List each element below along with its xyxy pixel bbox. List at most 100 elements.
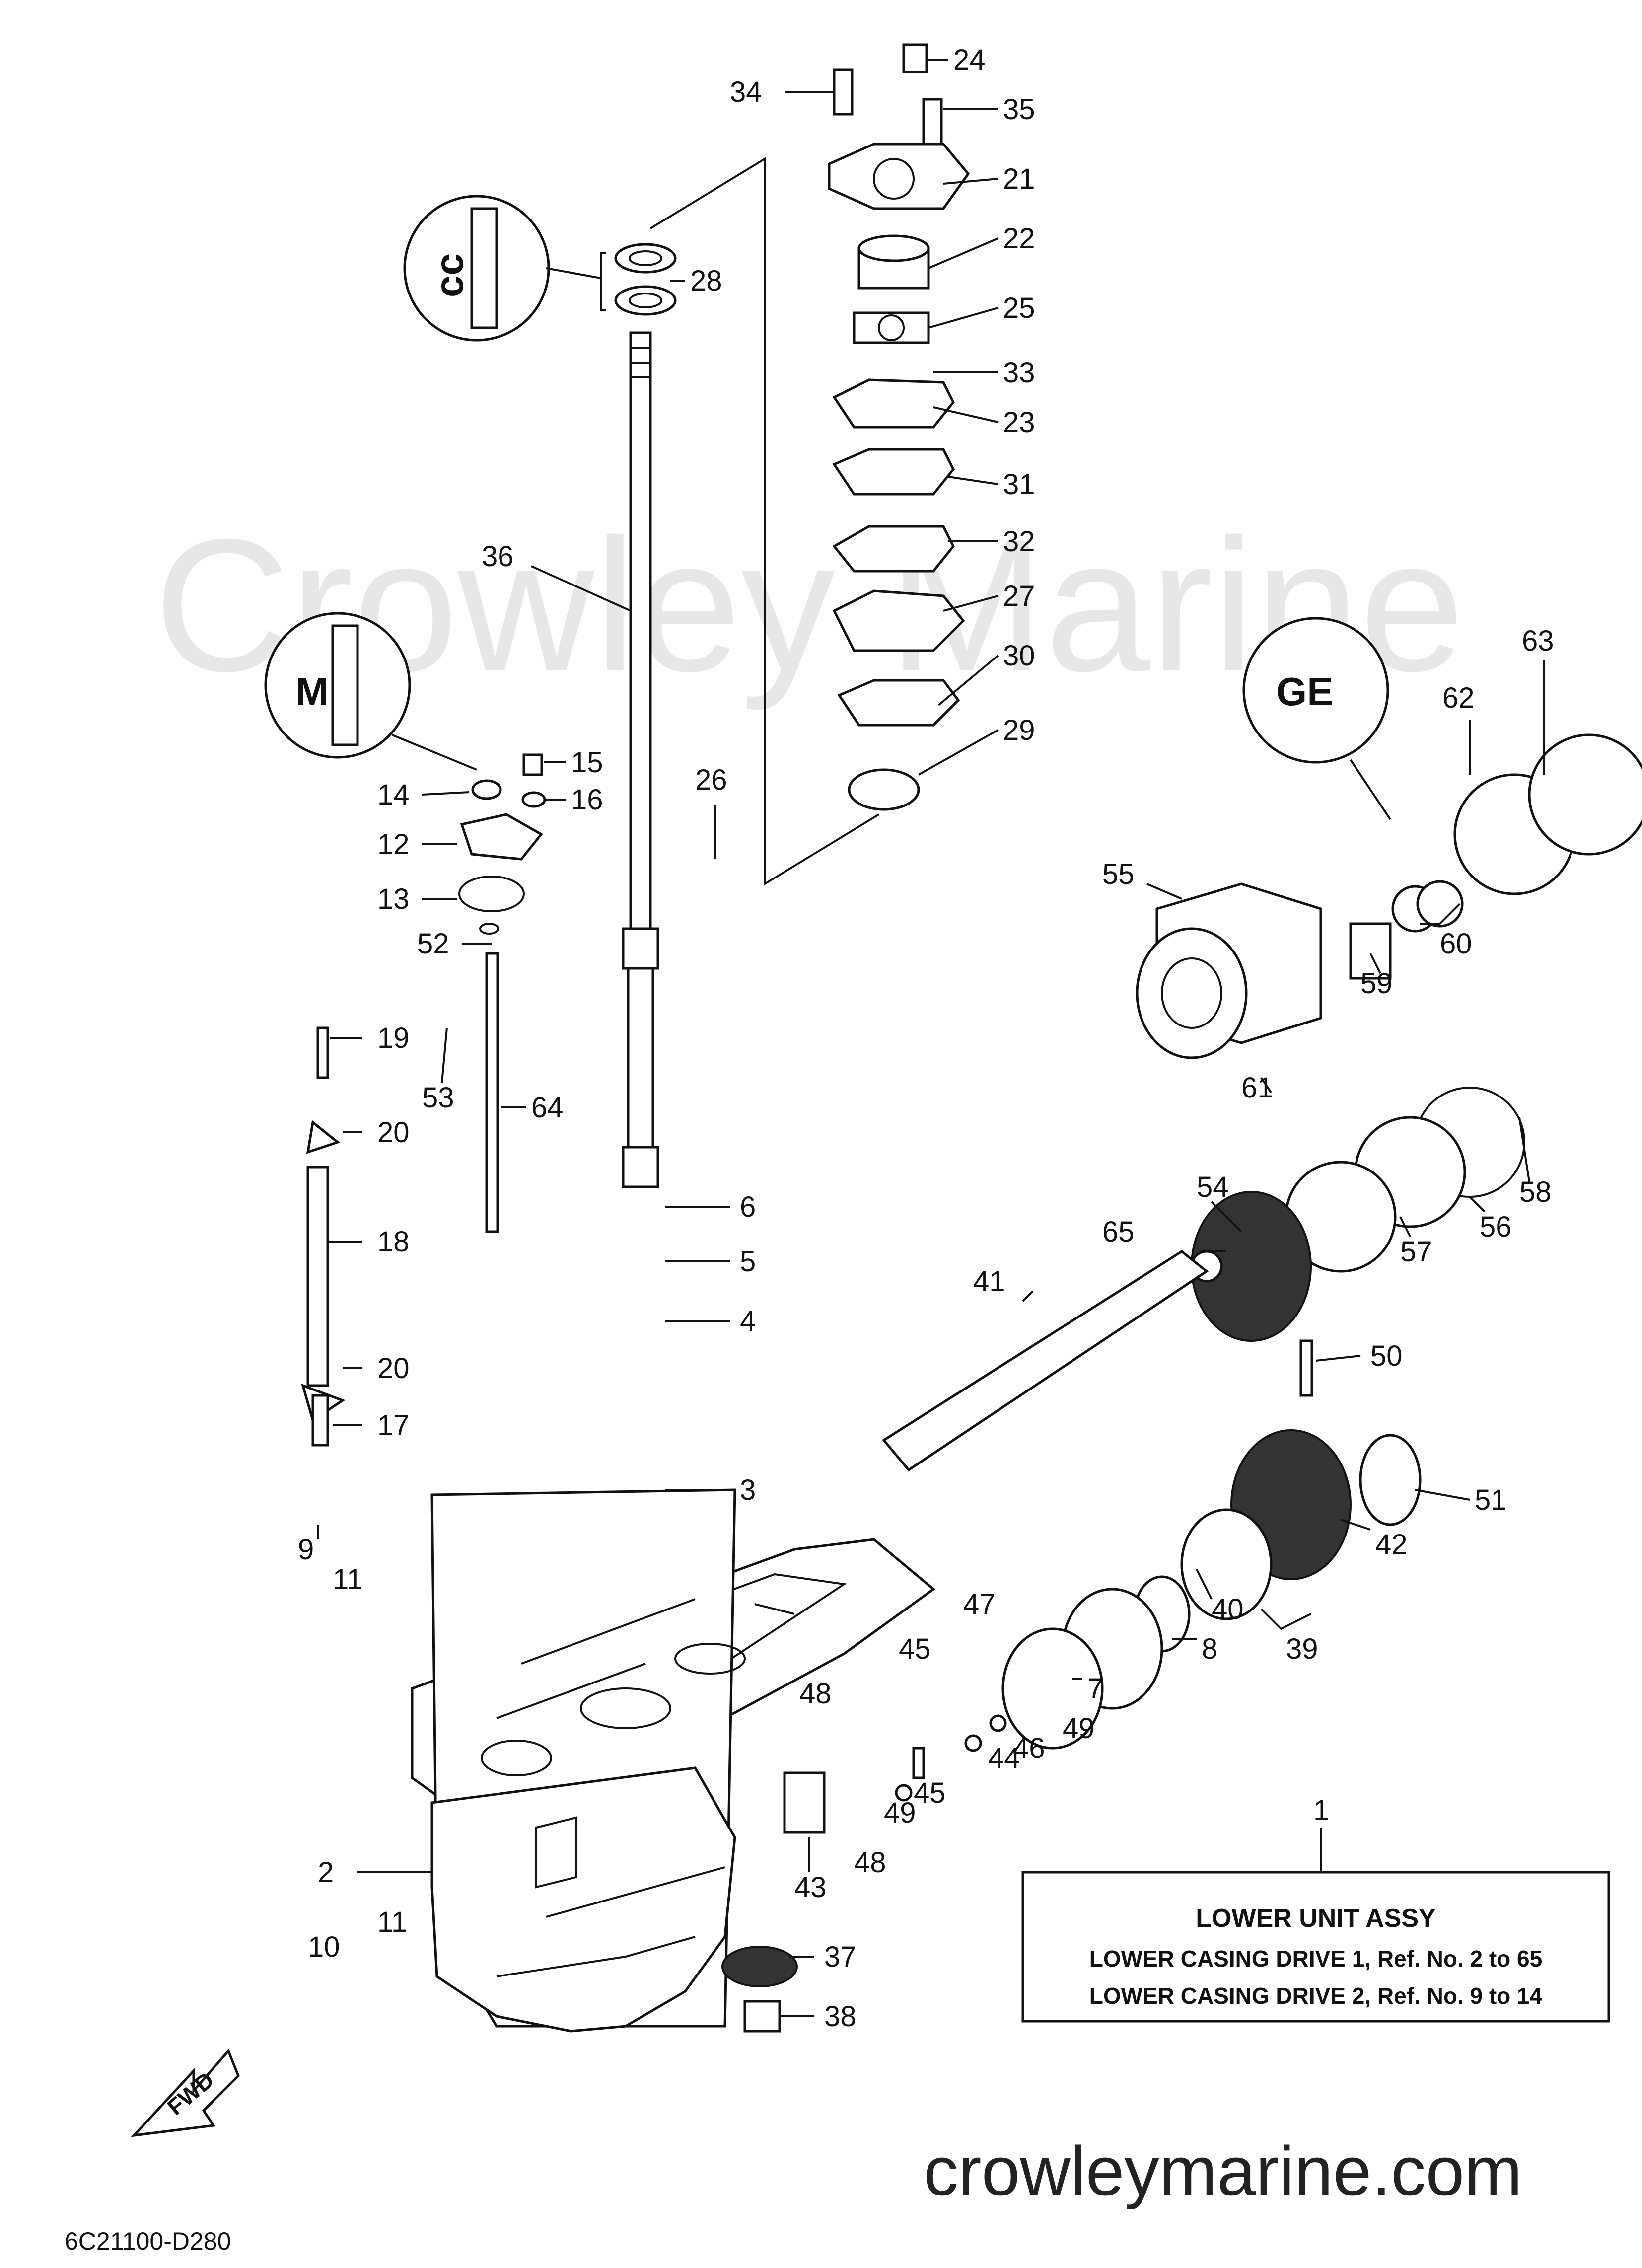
svg-text:48: 48 xyxy=(799,1678,832,1710)
callout: 27 xyxy=(943,580,1035,612)
svg-text:8: 8 xyxy=(1202,1633,1217,1665)
svg-text:40: 40 xyxy=(1212,1593,1244,1625)
water-pump xyxy=(828,43,970,811)
callout: 48 xyxy=(854,1846,886,1879)
callout: 47 xyxy=(963,1588,996,1620)
svg-text:47: 47 xyxy=(963,1588,996,1620)
svg-text:34: 34 xyxy=(730,76,762,108)
svg-text:24: 24 xyxy=(953,44,986,76)
callout: 24 xyxy=(928,44,986,76)
callout: 53 xyxy=(422,1027,454,1114)
callout: 1 xyxy=(1313,1794,1329,1872)
drive-shaft xyxy=(622,331,659,1188)
callout: 35 xyxy=(943,93,1035,126)
svg-text:45: 45 xyxy=(899,1633,931,1665)
svg-text:30: 30 xyxy=(1003,640,1035,672)
callout: 23 xyxy=(933,406,1035,439)
svg-text:ɔɔ: ɔɔ xyxy=(433,253,478,297)
svg-text:36: 36 xyxy=(482,540,514,573)
callout: 36 xyxy=(482,540,631,612)
callout: 21 xyxy=(943,163,1035,195)
svg-text:9: 9 xyxy=(298,1534,314,1566)
callout: 34 xyxy=(730,76,834,108)
callout: 50 xyxy=(1315,1340,1403,1372)
svg-text:M: M xyxy=(295,669,329,714)
callout: 56 xyxy=(1469,1196,1512,1243)
callout: 18 xyxy=(328,1226,410,1258)
svg-text:5: 5 xyxy=(740,1245,756,1278)
svg-text:46: 46 xyxy=(1013,1732,1045,1764)
callout: 49 xyxy=(884,1797,916,1829)
svg-text:19: 19 xyxy=(377,1022,410,1054)
svg-text:18: 18 xyxy=(377,1226,410,1258)
callout: 26 xyxy=(695,764,727,859)
callout: 14 xyxy=(377,779,470,811)
svg-text:56: 56 xyxy=(1480,1211,1512,1243)
svg-text:37: 37 xyxy=(824,1941,857,1973)
callout: 7 xyxy=(1072,1673,1103,1705)
callout: 33 xyxy=(933,357,1035,389)
callout: 58 xyxy=(1518,1117,1552,1208)
callout: 45 xyxy=(914,1777,946,1809)
svg-text:10: 10 xyxy=(308,1931,340,1963)
svg-text:60: 60 xyxy=(1440,928,1472,960)
svg-text:64: 64 xyxy=(531,1092,564,1124)
website: crowleymarine.com xyxy=(924,2132,1522,2210)
callout: 45 xyxy=(899,1633,931,1665)
svg-text:55: 55 xyxy=(1102,858,1135,890)
assy-box-title: LOWER UNIT ASSY xyxy=(1196,1904,1435,1933)
forward-arrow: FWD xyxy=(131,2049,240,2137)
svg-text:51: 51 xyxy=(1475,1484,1507,1516)
svg-text:65: 65 xyxy=(1102,1216,1135,1248)
svg-text:41: 41 xyxy=(973,1265,1005,1298)
callout: 59 xyxy=(1360,953,1393,1000)
callout: 41 xyxy=(973,1265,1034,1302)
svg-text:3: 3 xyxy=(740,1474,756,1506)
callout: 46 xyxy=(1013,1732,1045,1764)
callout: 64 xyxy=(501,1092,564,1124)
callout: 22 xyxy=(928,222,1035,269)
callout: 44 xyxy=(988,1742,1020,1774)
callout: 28 xyxy=(670,265,722,297)
svg-text:52: 52 xyxy=(417,928,449,960)
svg-text:33: 33 xyxy=(1003,357,1035,389)
callout: 48 xyxy=(799,1678,832,1710)
svg-text:6: 6 xyxy=(740,1191,756,1223)
callout: 51 xyxy=(1415,1484,1507,1516)
callout: 11 xyxy=(377,1906,407,1938)
svg-text:57: 57 xyxy=(1400,1236,1432,1268)
svg-text:50: 50 xyxy=(1370,1340,1403,1372)
callout: 52 xyxy=(417,928,492,960)
svg-text:53: 53 xyxy=(422,1082,454,1114)
callout: 17 xyxy=(333,1409,410,1442)
oil-seals xyxy=(600,243,677,316)
callout: 8 xyxy=(1172,1633,1217,1665)
svg-text:14: 14 xyxy=(377,779,410,811)
svg-text:12: 12 xyxy=(377,828,410,861)
svg-text:44: 44 xyxy=(988,1742,1020,1774)
callout: 12 xyxy=(377,828,457,861)
assy-box: LOWER UNIT ASSY LOWER CASING DRIVE 1, Re… xyxy=(1021,1871,1610,2023)
shift-parts: M xyxy=(264,612,546,1447)
propeller-shaft-assembly: GE xyxy=(721,617,1642,2033)
callout: 60 xyxy=(1420,903,1472,960)
callout: 15 xyxy=(544,746,603,779)
svg-text:48: 48 xyxy=(854,1846,886,1879)
grease-gun-icon: ɔɔ xyxy=(403,195,601,342)
callout: 40 xyxy=(1196,1569,1244,1625)
callout: 43 xyxy=(794,1837,827,1903)
svg-text:25: 25 xyxy=(1003,292,1035,324)
callout: 9 xyxy=(298,1525,319,1566)
callout: 63 xyxy=(1522,625,1554,775)
callout: 31 xyxy=(948,468,1035,501)
callout: 20 xyxy=(343,1352,410,1385)
svg-text:62: 62 xyxy=(1442,682,1475,714)
callout: 5 xyxy=(665,1245,756,1278)
callout: 6 xyxy=(665,1191,756,1223)
svg-text:35: 35 xyxy=(1003,93,1035,126)
callout: 2 xyxy=(318,1856,432,1889)
svg-text:29: 29 xyxy=(1003,714,1035,746)
svg-text:39: 39 xyxy=(1286,1633,1318,1665)
callout: 37 xyxy=(789,1941,857,1973)
